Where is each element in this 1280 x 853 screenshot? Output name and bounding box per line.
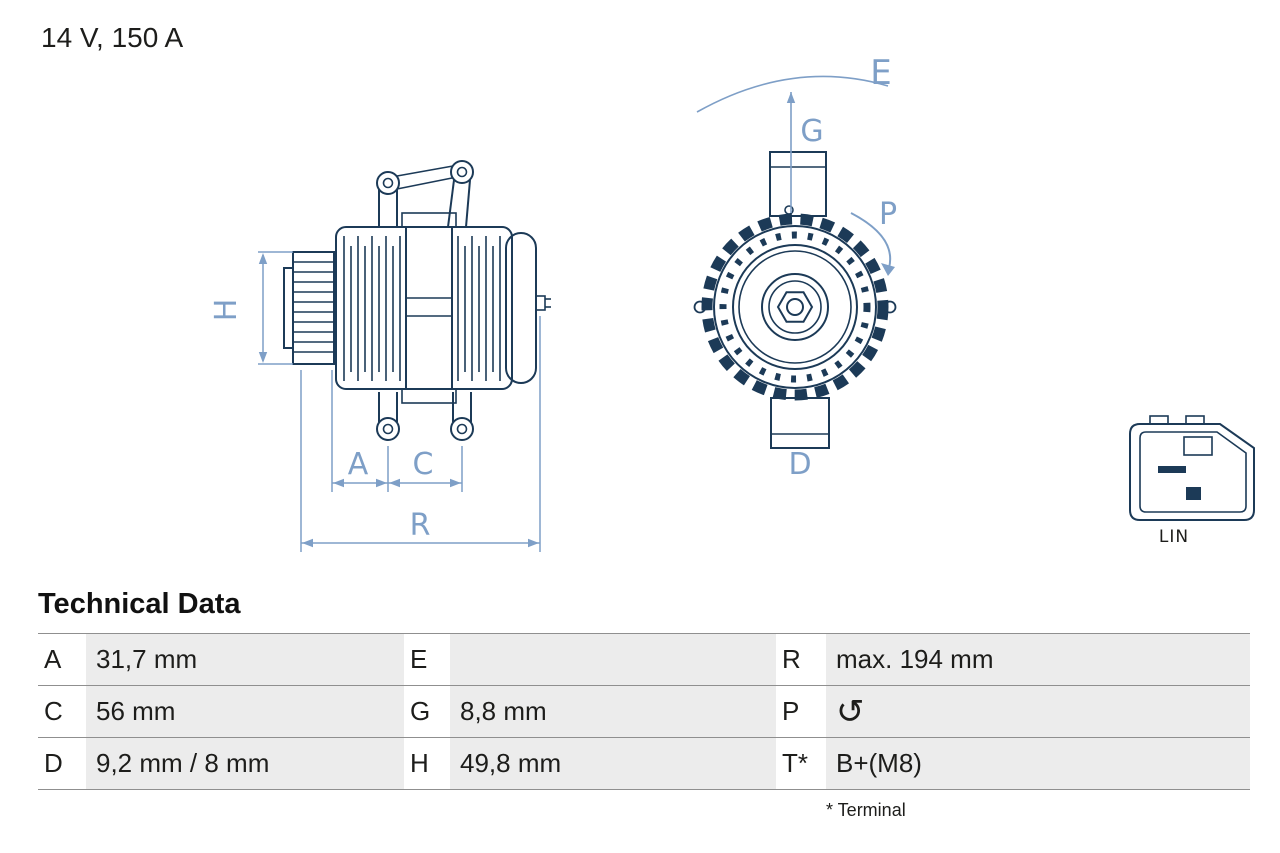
dim-label-r: R bbox=[410, 508, 431, 543]
dim-value: max. 194 mm bbox=[826, 634, 1250, 685]
alternator-drawing: H A C R bbox=[209, 53, 1255, 552]
connector-label: LIN bbox=[1159, 527, 1189, 547]
dim-key: E bbox=[404, 634, 450, 685]
spec-title: 14 V, 150 A bbox=[41, 22, 184, 53]
alternator-front-view bbox=[693, 151, 897, 449]
technical-data-table: A 31,7 mm E R max. 194 mm C 56 mm G 8,8 … bbox=[38, 633, 1250, 790]
table-row: C 56 mm G 8,8 mm P ↺ bbox=[38, 685, 1250, 737]
table-row: A 31,7 mm E R max. 194 mm bbox=[38, 633, 1250, 685]
dim-label-e: E bbox=[870, 53, 891, 93]
dim-value: 9,2 mm / 8 mm bbox=[86, 738, 404, 789]
dim-key: A bbox=[38, 634, 86, 685]
dim-value: 31,7 mm bbox=[86, 634, 404, 685]
alternator-side-view bbox=[283, 160, 551, 441]
dim-label-p: P bbox=[879, 197, 897, 232]
front-view-dimensions bbox=[696, 75, 895, 276]
dim-value: 49,8 mm bbox=[450, 738, 776, 789]
table-row: D 9,2 mm / 8 mm H 49,8 mm T* B+(M8) bbox=[38, 737, 1250, 789]
dim-value: 56 mm bbox=[86, 686, 404, 737]
dim-label-a: A bbox=[348, 447, 369, 482]
dim-value: B+(M8) bbox=[826, 738, 1250, 789]
dim-key: H bbox=[404, 738, 450, 789]
dim-key: G bbox=[404, 686, 450, 737]
dim-label-g: G bbox=[800, 114, 823, 149]
dim-key: T* bbox=[776, 738, 826, 789]
dim-key: R bbox=[776, 634, 826, 685]
dim-value bbox=[450, 634, 776, 685]
dim-key: C bbox=[38, 686, 86, 737]
dim-key: D bbox=[38, 738, 86, 789]
side-view-dimensions bbox=[258, 251, 541, 552]
lin-connector bbox=[1129, 415, 1255, 521]
rotation-direction-icon: ↺ bbox=[826, 686, 1250, 737]
dim-label-c: C bbox=[413, 447, 434, 482]
dim-label-d: D bbox=[788, 447, 811, 482]
dim-key: P bbox=[776, 686, 826, 737]
dim-value: 8,8 mm bbox=[450, 686, 776, 737]
table-heading: Technical Data bbox=[38, 588, 241, 620]
dim-label-h: H bbox=[209, 299, 244, 322]
terminal-footnote: * Terminal bbox=[826, 800, 906, 820]
